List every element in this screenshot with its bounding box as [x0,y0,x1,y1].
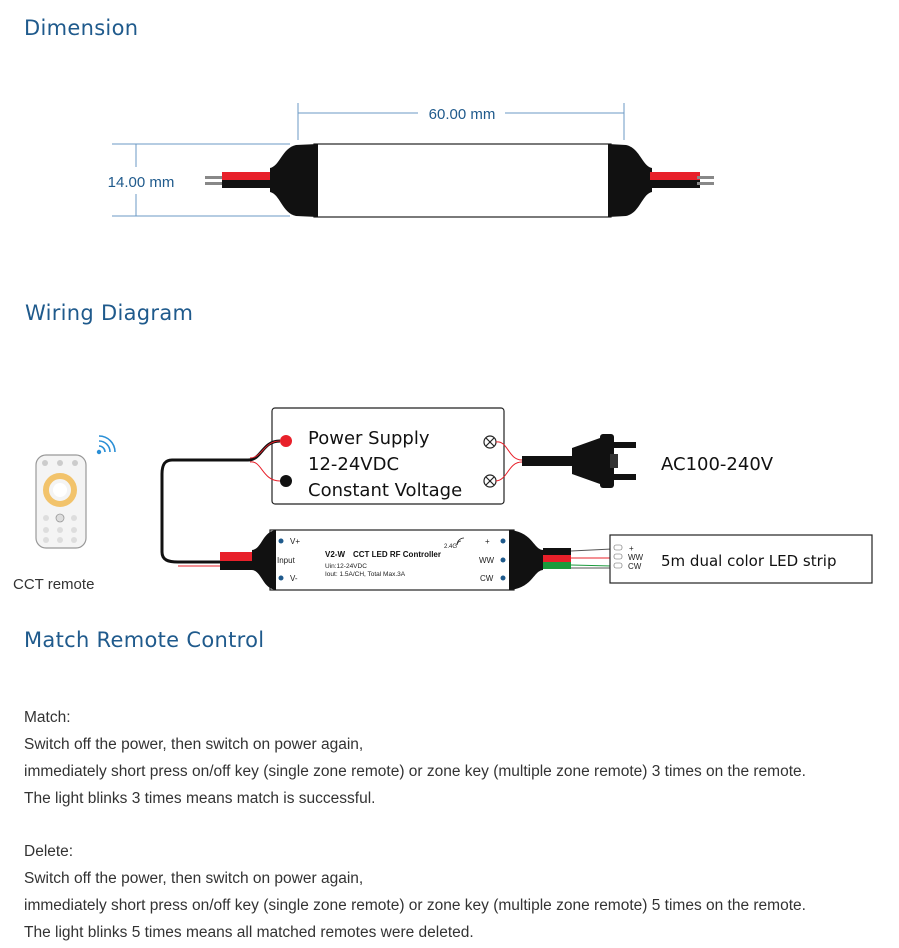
match-line-2: immediately short press on/off key (sing… [24,763,806,780]
power-supply-line-1: Power Supply [308,428,430,449]
ac-plug [495,434,636,488]
power-supply: Power Supply 12-24VDC Constant Voltage [271,407,505,505]
controller-frequency: 2.4G [444,544,457,550]
power-supply-line-3: Constant Voltage [308,480,462,501]
controller-plus-label: + [485,537,490,546]
cct-remote [35,454,87,549]
match-instructions: Match: Switch off the power, then switch… [24,704,806,812]
delete-instructions: Delete: Switch off the power, then switc… [24,838,806,946]
controller-cw-label: CW [480,574,494,583]
wireless-signal-icon [96,435,116,455]
cct-rf-controller: V+ Input V- V2-W CCT LED RF Controller 2… [252,529,543,591]
delete-line-1: Switch off the power, then switch on pow… [24,870,364,887]
controller-input-label: Input [277,556,296,565]
power-input-wires [160,439,281,570]
controller-vplus-label: V+ [290,537,300,546]
strip-cw-label: CW [628,562,642,571]
product-diagrams: 60.00 mm 14.00 mm [13,103,873,593]
wiring-diagram-title: Wiring Diagram [25,301,194,325]
dimension-drawing: 60.00 mm 14.00 mm [108,103,714,218]
output-wires [543,548,613,569]
controller-ww-label: WW [479,556,495,565]
length-dimension-label: 60.00 mm [429,106,496,123]
controller-signal-icon [456,537,465,546]
power-supply-line-2: 12-24VDC [308,454,399,475]
delete-heading: Delete: [24,843,74,860]
delete-line-3: The light blinks 5 times means all match… [24,924,474,941]
controller-iout: Iout: 1.5A/CH, Total Max.3A [325,571,406,578]
controller-title: CCT LED RF Controller [353,550,441,559]
led-strip-label: 5m dual color LED strip [661,552,837,570]
match-remote-title: Match Remote Control [24,628,265,652]
controller-uin: Uin:12-24VDC [325,563,367,570]
cct-remote-label: CCT remote [13,576,94,593]
controller-model: V2-W [325,550,345,559]
led-strip: + WW CW 5m dual color LED strip [609,534,873,584]
match-line-3: The light blinks 3 times means match is … [24,790,376,807]
dimension-title: Dimension [24,16,139,40]
delete-line-2: immediately short press on/off key (sing… [24,897,806,914]
strip-ww-label: WW [628,553,644,562]
controller-vminus-label: V- [290,574,298,583]
height-dimension-label: 14.00 mm [108,174,175,191]
match-heading: Match: [24,709,71,726]
match-line-1: Switch off the power, then switch on pow… [24,736,364,753]
ac-voltage-label: AC100-240V [661,454,774,475]
strip-plus-label: + [629,544,634,553]
